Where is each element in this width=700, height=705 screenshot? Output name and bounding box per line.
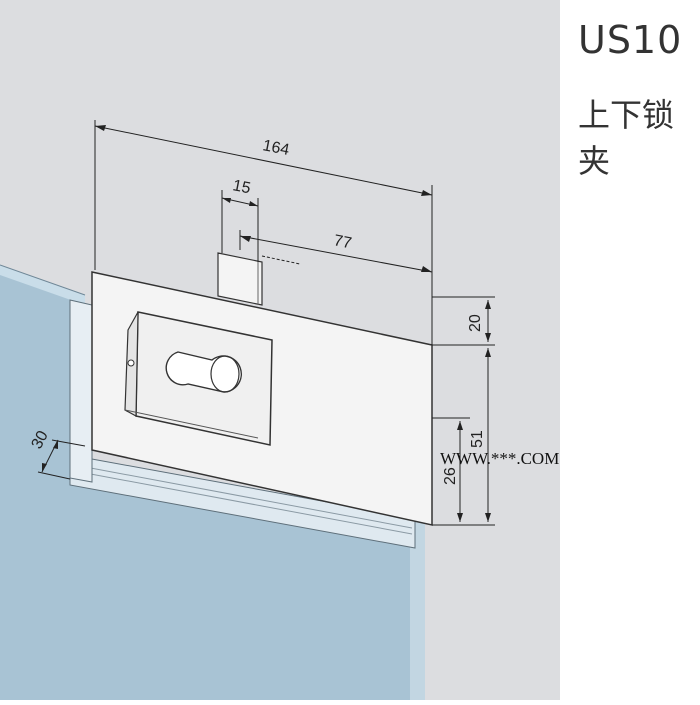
clamp-side-strip	[69, 299, 93, 483]
dim-20	[432, 296, 495, 346]
dim-15-label: 15	[231, 177, 252, 197]
dim-26-label: 26	[442, 467, 459, 485]
dim-77	[239, 230, 433, 273]
dim-51	[432, 348, 495, 526]
dim-26	[432, 417, 470, 522]
dim-15	[221, 190, 259, 262]
bottom-jaw-line	[79, 465, 413, 529]
glass-top-edge	[0, 265, 85, 305]
glass-panel	[0, 265, 425, 700]
product-name: 上下锁夹	[578, 96, 675, 180]
watermark-text: WWW.***.COM	[440, 449, 560, 468]
dim-30-label: 30	[29, 428, 52, 452]
dim-30	[37, 439, 86, 480]
dim-20-label: 20	[467, 314, 484, 332]
bottom-jaw-line	[79, 471, 413, 535]
pivot-pin	[217, 252, 263, 306]
dim-77-label: 77	[332, 232, 353, 252]
dim-164-label: 164	[261, 137, 291, 159]
screw-hole	[127, 359, 135, 367]
lock-plate-edge	[124, 409, 259, 439]
side-panel	[560, 0, 700, 700]
dim-51-label: 51	[469, 430, 486, 448]
dim-164	[94, 120, 433, 345]
model-number: US10	[578, 18, 683, 62]
glass-right-edge	[410, 520, 425, 700]
keyhole-cylinder	[210, 355, 240, 393]
glass-edge-line	[0, 264, 86, 296]
